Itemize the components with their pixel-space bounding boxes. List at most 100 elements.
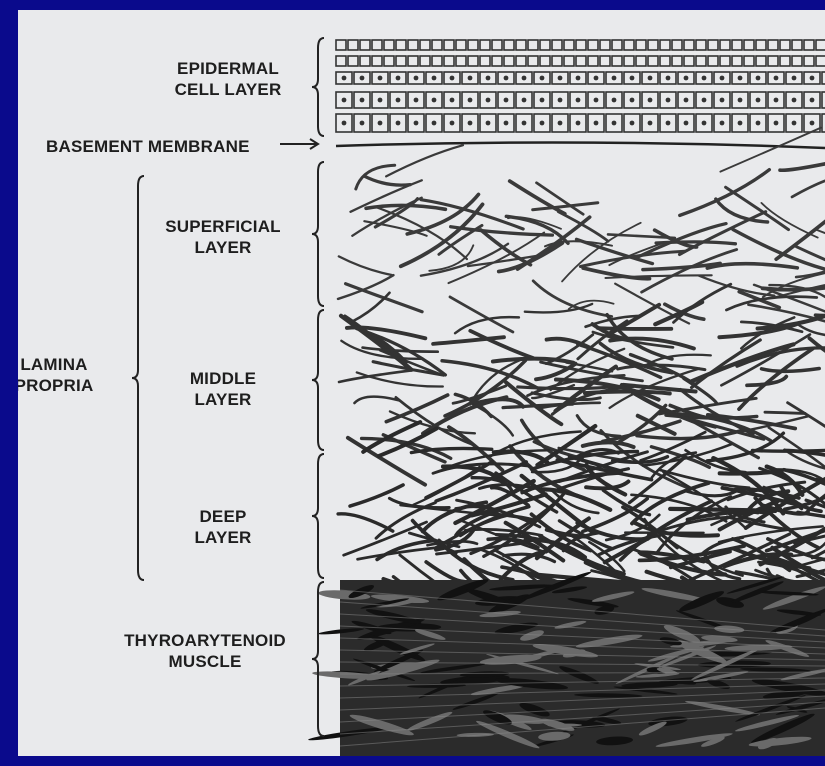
layer-brace bbox=[312, 162, 324, 306]
cell-nucleus bbox=[594, 121, 599, 126]
collagen-fiber bbox=[518, 387, 614, 389]
cell-nucleus bbox=[414, 121, 419, 126]
epidermal-cell bbox=[540, 56, 550, 66]
cell-nucleus bbox=[342, 76, 347, 81]
cell-nucleus bbox=[414, 98, 419, 103]
collagen-fiber bbox=[386, 145, 463, 176]
cell-nucleus bbox=[684, 121, 689, 126]
cell-nucleus bbox=[486, 98, 491, 103]
epidermal-cell bbox=[588, 56, 598, 66]
cell-nucleus bbox=[720, 121, 725, 126]
epidermal-cell bbox=[468, 56, 478, 66]
cell-nucleus bbox=[630, 98, 635, 103]
collagen-fiber bbox=[720, 128, 820, 172]
cell-nucleus bbox=[522, 98, 527, 103]
collagen-fiber bbox=[338, 275, 393, 299]
collagen-fiber bbox=[765, 412, 805, 413]
cell-nucleus bbox=[450, 76, 455, 81]
epidermal-cell bbox=[444, 56, 454, 66]
epidermal-cell bbox=[756, 40, 766, 50]
epidermal-cell bbox=[792, 40, 802, 50]
cell-nucleus bbox=[396, 98, 401, 103]
collagen-fiber bbox=[450, 297, 513, 332]
cell-nucleus bbox=[612, 98, 617, 103]
cell-nucleus bbox=[666, 76, 671, 81]
collagen-fiber bbox=[726, 187, 789, 229]
epidermal-cell bbox=[420, 56, 430, 66]
epidermal-cell bbox=[348, 56, 358, 66]
epidermal-cell bbox=[720, 40, 730, 50]
epidermal-cell bbox=[804, 56, 814, 66]
cell-nucleus bbox=[576, 121, 581, 126]
cell-nucleus bbox=[558, 98, 563, 103]
epidermal-cell bbox=[564, 40, 574, 50]
epidermal-cell bbox=[660, 56, 670, 66]
epidermal-cell bbox=[780, 56, 790, 66]
epidermal-cell bbox=[384, 56, 394, 66]
epidermal-cell bbox=[660, 40, 670, 50]
epidermal-cell bbox=[372, 56, 382, 66]
cell-nucleus bbox=[540, 121, 545, 126]
cell-nucleus bbox=[720, 76, 725, 81]
collagen-fiber bbox=[598, 328, 672, 329]
cell-nucleus bbox=[702, 76, 707, 81]
cell-nucleus bbox=[684, 98, 689, 103]
layer-brace bbox=[312, 310, 324, 450]
collagen-fiber bbox=[451, 227, 553, 235]
epidermal-cell bbox=[816, 40, 825, 50]
epidermal-cell bbox=[720, 56, 730, 66]
collagen-fiber bbox=[352, 293, 389, 322]
collagen-fiber bbox=[493, 359, 573, 363]
cell-nucleus bbox=[792, 76, 797, 81]
basement-membrane-line bbox=[336, 142, 825, 148]
epidermal-cell bbox=[336, 56, 346, 66]
layer-brace bbox=[312, 454, 324, 578]
collagen-fiber bbox=[339, 256, 392, 275]
cell-nucleus bbox=[594, 76, 599, 81]
collagen-fiber bbox=[339, 370, 412, 382]
cell-nucleus bbox=[450, 98, 455, 103]
epidermal-cell bbox=[360, 56, 370, 66]
lamina-propria-label: LAMINA PROPRIA bbox=[18, 354, 114, 396]
collagen-fiber bbox=[780, 163, 825, 170]
collagen-fiber bbox=[685, 491, 737, 496]
cell-nucleus bbox=[540, 76, 545, 81]
cell-nucleus bbox=[738, 76, 743, 81]
epidermal-cell bbox=[624, 40, 634, 50]
thyroarytenoid-muscle-label: THYROARYTENOID MUSCLE bbox=[100, 630, 310, 672]
cell-nucleus bbox=[396, 121, 401, 126]
epidermal-cell bbox=[468, 40, 478, 50]
cell-nucleus bbox=[738, 121, 743, 126]
cell-nucleus bbox=[594, 98, 599, 103]
epidermal-cell bbox=[576, 56, 586, 66]
epidermal-cell bbox=[612, 40, 622, 50]
epidermal-cell bbox=[600, 40, 610, 50]
epidermal-cell bbox=[636, 40, 646, 50]
cell-nucleus bbox=[540, 98, 545, 103]
epidermal-cell bbox=[732, 56, 742, 66]
cell-nucleus bbox=[432, 98, 437, 103]
cell-nucleus bbox=[756, 121, 761, 126]
cell-nucleus bbox=[378, 98, 383, 103]
cell-nucleus bbox=[792, 121, 797, 126]
collagen-fiber bbox=[533, 281, 612, 317]
collagen-fiber bbox=[762, 369, 820, 372]
cell-nucleus bbox=[702, 121, 707, 126]
epidermal-cell bbox=[396, 40, 406, 50]
cell-nucleus bbox=[648, 121, 653, 126]
layer-brace bbox=[312, 582, 324, 736]
cell-nucleus bbox=[360, 76, 365, 81]
epidermal-cell bbox=[708, 40, 718, 50]
epidermal-cell bbox=[768, 56, 778, 66]
cell-nucleus bbox=[468, 76, 473, 81]
cell-nucleus bbox=[432, 121, 437, 126]
cell-nucleus bbox=[576, 76, 581, 81]
cell-nucleus bbox=[414, 76, 419, 81]
epidermal-cell bbox=[492, 40, 502, 50]
cell-nucleus bbox=[504, 98, 509, 103]
collagen-fiber bbox=[525, 304, 592, 313]
cell-nucleus bbox=[792, 98, 797, 103]
epidermal-cell bbox=[456, 56, 466, 66]
collagen-fiber bbox=[379, 429, 437, 457]
cell-nucleus bbox=[720, 98, 725, 103]
